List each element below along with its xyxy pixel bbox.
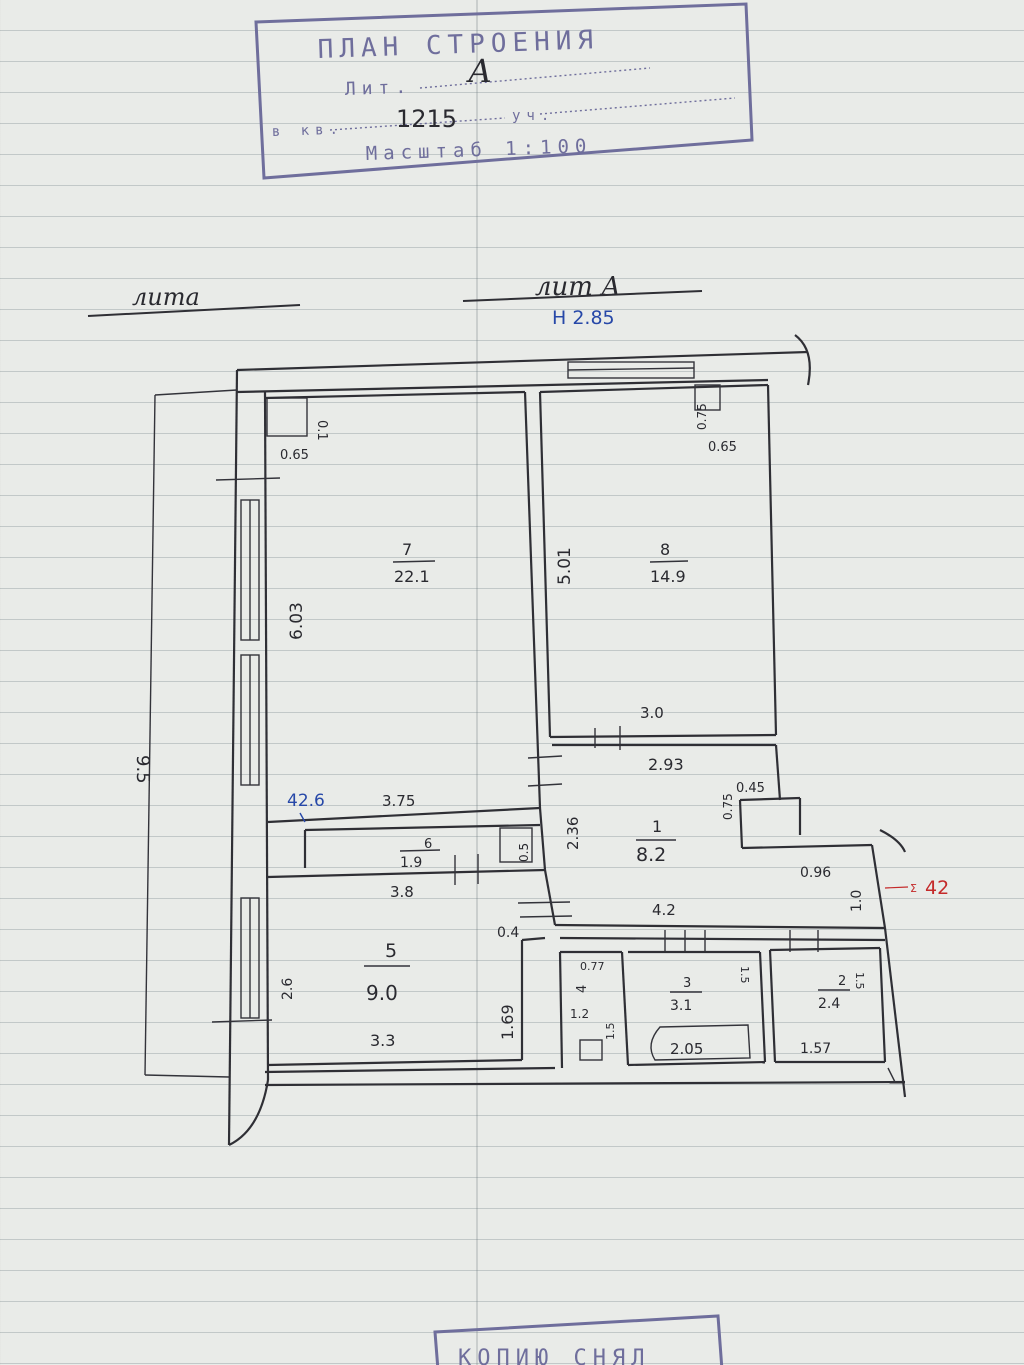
room-6-area: 1.9 bbox=[400, 855, 422, 871]
stamp-kv-value: 1215 bbox=[396, 105, 457, 133]
dim-0-65b: 0.65 bbox=[708, 440, 737, 455]
room-8-area: 14.9 bbox=[650, 567, 686, 586]
dim-3-8: 3.8 bbox=[390, 883, 414, 901]
dim-4-2: 4.2 bbox=[652, 901, 676, 919]
totals: 42.6 Σ 42 bbox=[287, 791, 949, 899]
dim-5-01: 5.01 bbox=[555, 547, 575, 585]
dim-0-5: 0.5 bbox=[517, 843, 531, 862]
dim-1-69: 1.69 bbox=[498, 1004, 517, 1040]
dim-2-05: 2.05 bbox=[670, 1040, 703, 1058]
headings: лита лит А Н 2.85 bbox=[87, 272, 703, 329]
stamp-lit-value: А bbox=[466, 52, 492, 90]
room-7-number: 7 bbox=[402, 540, 412, 559]
dim-9-5: 9.5 bbox=[132, 755, 153, 784]
dimension-labels: 0.65 0.1 0.75 0.65 6.03 5.01 3.0 2.93 3.… bbox=[280, 403, 866, 1058]
heading-left: лита bbox=[132, 283, 200, 311]
room-1-area: 8.2 bbox=[636, 844, 666, 866]
room-3-number: 3 bbox=[683, 976, 691, 991]
stamp-uch-label: уч. bbox=[512, 108, 555, 124]
room-8-number: 8 bbox=[660, 540, 670, 559]
dim-0-65: 0.65 bbox=[280, 448, 309, 463]
overall-dimension: 9.5 bbox=[132, 389, 238, 1078]
dim-0-77: 0.77 bbox=[580, 960, 605, 973]
room-4-area: 1.2 bbox=[570, 1007, 589, 1021]
ceiling-height: Н 2.85 bbox=[552, 307, 615, 329]
living-area-total: 42.6 bbox=[287, 791, 325, 811]
room-4-number: 4 bbox=[575, 985, 590, 993]
walls bbox=[211, 334, 907, 1146]
total-area-prefix: Σ bbox=[910, 882, 917, 895]
dim-1-0: 1.0 bbox=[849, 890, 865, 912]
dim-2-6: 2.6 bbox=[280, 978, 296, 1000]
title-stamp: ПЛАН СТРОЕНИЯ Лит. А в кв. 1215 уч. Масш… bbox=[254, 2, 754, 180]
room-1-number: 1 bbox=[652, 817, 662, 836]
dim-1-5: 1.5 bbox=[604, 1023, 617, 1041]
dim-0-75b: 0.75 bbox=[721, 793, 735, 820]
dim-0-75: 0.75 bbox=[695, 403, 709, 430]
dim-0-96: 0.96 bbox=[800, 865, 831, 881]
room-2-number: 2 bbox=[838, 974, 846, 989]
stamp-kv-label: в кв. bbox=[272, 121, 345, 140]
dim-2-36: 2.36 bbox=[564, 817, 582, 850]
room-5-area: 9.0 bbox=[366, 981, 398, 1005]
dim-2-93: 2.93 bbox=[648, 755, 684, 774]
dim-3-3: 3.3 bbox=[370, 1031, 395, 1050]
paper-fold bbox=[476, 0, 478, 1365]
dim-3-0: 3.0 bbox=[640, 704, 664, 722]
room-2-area: 2.4 bbox=[818, 996, 840, 1012]
total-area: 42 bbox=[925, 877, 949, 899]
dim-0-1: 0.1 bbox=[314, 420, 329, 441]
room-6-number: 6 bbox=[424, 837, 432, 852]
stamp-title: ПЛАН СТРОЕНИЯ bbox=[317, 25, 599, 65]
stamp-lit-label: Лит. bbox=[344, 77, 412, 100]
dim-1-57: 1.57 bbox=[800, 1041, 831, 1057]
dim-6-03: 6.03 bbox=[287, 602, 307, 640]
dim-0-4: 0.4 bbox=[497, 925, 519, 941]
dim-1-5c: 1.5 bbox=[853, 972, 866, 990]
room-5-number: 5 bbox=[385, 940, 397, 962]
room-3-area: 3.1 bbox=[670, 998, 692, 1014]
dim-0-45: 0.45 bbox=[736, 781, 765, 796]
dim-1-5b: 1.5 bbox=[738, 966, 751, 984]
dim-3-75: 3.75 bbox=[382, 792, 415, 810]
stamp-scale: Масштаб 1:100 bbox=[365, 135, 592, 165]
room-labels: 7 22.1 8 14.9 1 8.2 6 1.9 5 9.0 4 1.2 3 … bbox=[364, 540, 850, 1021]
room-7-area: 22.1 bbox=[394, 567, 430, 586]
bottom-stamp: КОПИЮ СНЯЛ bbox=[433, 1314, 724, 1365]
bottom-stamp-text: КОПИЮ СНЯЛ bbox=[458, 1346, 650, 1365]
